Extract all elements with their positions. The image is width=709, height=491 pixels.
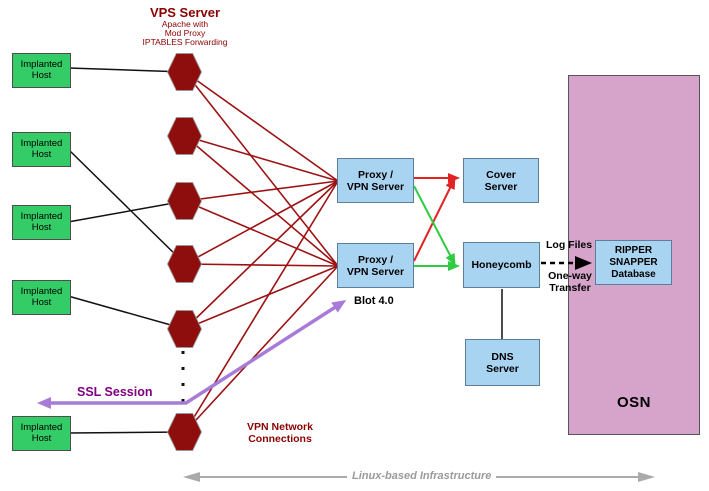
vpn-link-hex2-proxy2 <box>184 135 339 267</box>
vps-server-title-block: VPS Server Apache with Mod Proxy IPTABLE… <box>110 5 260 47</box>
vpn-link-hex3-proxy1 <box>184 180 339 202</box>
box-label-line: Server <box>484 180 518 193</box>
box-label-line: Server <box>486 362 519 375</box>
vpn-link-hex4-proxy1 <box>184 180 339 265</box>
dns-server-box: DNS Server <box>465 339 540 386</box>
cover-server-box: Cover Server <box>463 158 539 203</box>
box-label-line: Proxy / <box>357 168 394 181</box>
host-label-line: Host <box>31 432 52 444</box>
box-label-line: Database <box>611 268 656 280</box>
proxy-vpn-server-box-2: Proxy / VPN Server <box>337 243 414 288</box>
log-files-label: Log Files <box>546 239 593 251</box>
blot-version-label: Blot 4.0 <box>354 295 394 307</box>
host-label-line: Host <box>31 221 52 233</box>
box-label-line: SNAPPER <box>609 256 658 268</box>
ssl-session-arrow <box>37 300 347 409</box>
proxy-vpn-server-box-1: Proxy / VPN Server <box>337 158 414 203</box>
ripper-database-box: RIPPER SNAPPER Database <box>595 240 672 285</box>
linux-infrastructure-label: Linux-based Infrastructure <box>347 470 497 482</box>
vps-server-subtitle: Apache with <box>161 19 209 29</box>
implanted-host-box-5: Implanted Host <box>12 416 71 451</box>
implanted-host-box-1: Implanted Host <box>12 53 71 88</box>
one-way-transfer-label: One-way Transfer <box>548 270 592 294</box>
vpn-link-hex3-proxy2 <box>184 200 339 267</box>
host-label-line: Implanted <box>20 211 63 222</box>
link-host4-hex5 <box>67 295 186 330</box>
implanted-host-box-3: Implanted Host <box>12 205 71 240</box>
implanted-host-box-2: Implanted Host <box>12 132 71 167</box>
vps-server-subtitle: Mod Proxy <box>164 28 206 38</box>
box-label-line: DNS <box>491 350 514 363</box>
box-label-line: Cover <box>486 168 516 181</box>
host-label-line: Implanted <box>20 59 63 70</box>
vpn-link-hex6-proxy2 <box>184 265 339 433</box>
link-host1-hex1 <box>68 67 186 73</box>
link-host2-hex4 <box>67 148 186 265</box>
host-label-line: Implanted <box>20 422 63 433</box>
host-label-line: Host <box>31 148 52 160</box>
vps-server-subtitle: IPTABLES Forwarding <box>142 37 228 47</box>
honeycomb-box: Honeycomb <box>463 242 540 288</box>
vpn-link-hex1-proxy2 <box>184 71 339 267</box>
ssl-session-label: SSL Session <box>77 385 153 399</box>
host-label-line: Host <box>31 69 52 81</box>
box-label-line: VPN Server <box>346 265 405 278</box>
implanted-host-box-4: Implanted Host <box>12 280 71 315</box>
vpn-link-hex2-proxy1 <box>184 135 339 182</box>
proxy1-honeycomb-arrow <box>413 185 456 266</box>
vpn-network-connections-label: VPN Network Connections <box>247 421 313 445</box>
osn-label: OSN <box>616 394 651 411</box>
box-label-line: Honeycomb <box>471 259 532 271</box>
host-label-line: Implanted <box>20 138 63 149</box>
vpn-link-hex4-proxy2 <box>184 263 339 267</box>
host-label-line: Host <box>31 296 52 308</box>
link-host3-hex3 <box>67 200 186 223</box>
host-label-line: Implanted <box>20 286 63 297</box>
box-label-line: RIPPER <box>614 244 653 256</box>
box-label-line: VPN Server <box>346 180 405 193</box>
vpn-link-hex1-proxy1 <box>184 71 339 182</box>
vps-server-title: VPS Server <box>149 5 221 20</box>
box-label-line: Proxy / <box>357 253 394 266</box>
link-host5-hex6 <box>67 431 186 434</box>
